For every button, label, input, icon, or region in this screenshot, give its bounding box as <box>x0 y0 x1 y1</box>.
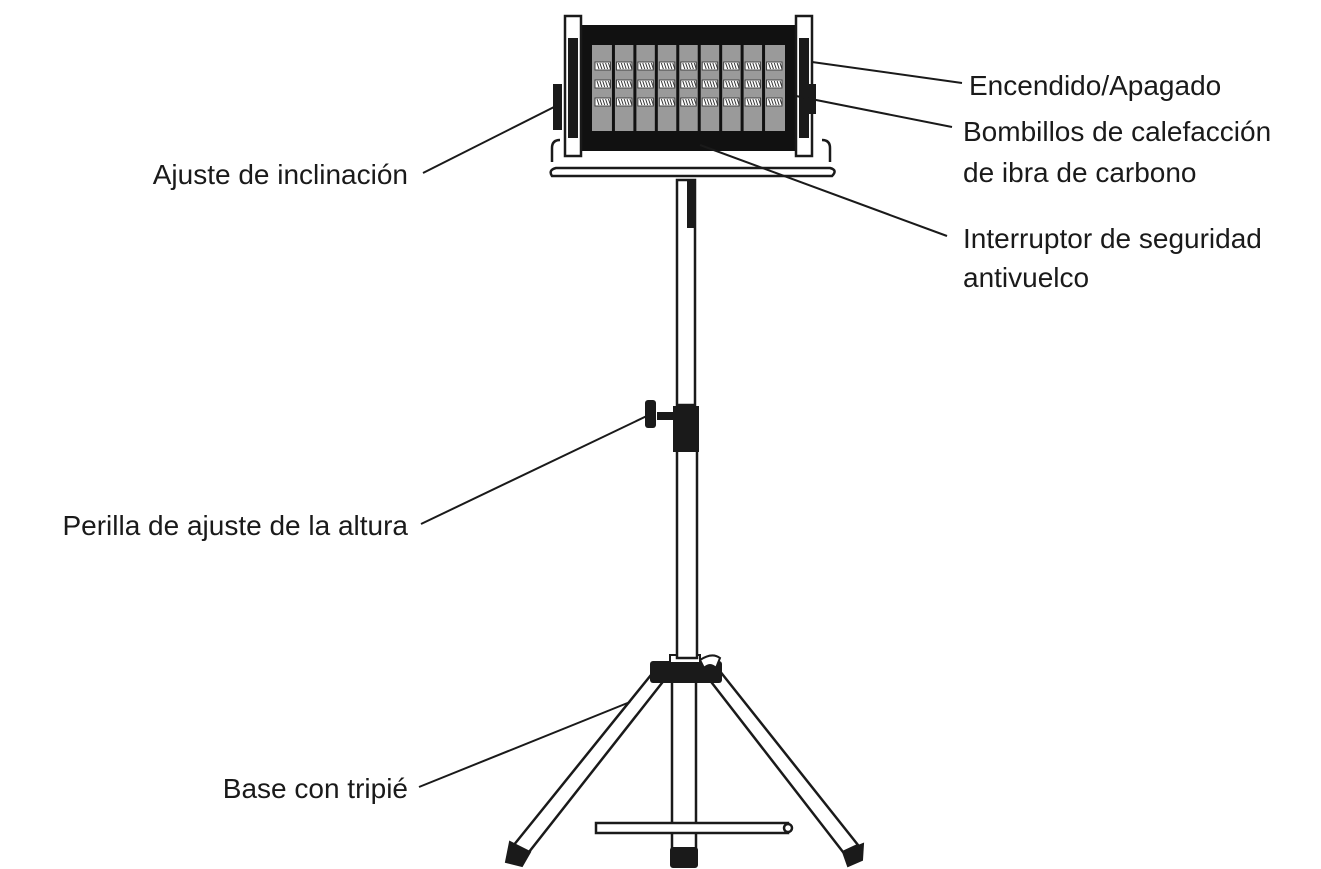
pole-collar <box>687 180 696 228</box>
label-heating-bulbs-line1: Bombillos de calefacción <box>963 116 1272 147</box>
label-tip-over-switch-line2: antivuelco <box>963 262 1090 293</box>
tripod-feet <box>504 840 865 868</box>
tripod-legs <box>510 668 860 857</box>
label-heating-bulbs-line2: de ibra de carbono <box>963 157 1197 188</box>
label-tilt-adjust: Ajuste de inclinación <box>152 159 408 190</box>
label-tripod-base: Base con tripié <box>222 773 408 804</box>
label-tip-over-switch-line1: Interruptor de seguridad <box>963 223 1262 254</box>
mount-plate <box>549 166 836 178</box>
upper-pole <box>675 178 697 407</box>
lower-pole <box>675 448 699 660</box>
heater-body <box>553 14 816 158</box>
label-power-switch: Encendido/Apagado <box>969 70 1222 101</box>
leader-lines <box>418 61 963 788</box>
height-clamp <box>645 400 699 452</box>
label-height-knob: Perilla de ajuste de la altura <box>62 510 408 541</box>
